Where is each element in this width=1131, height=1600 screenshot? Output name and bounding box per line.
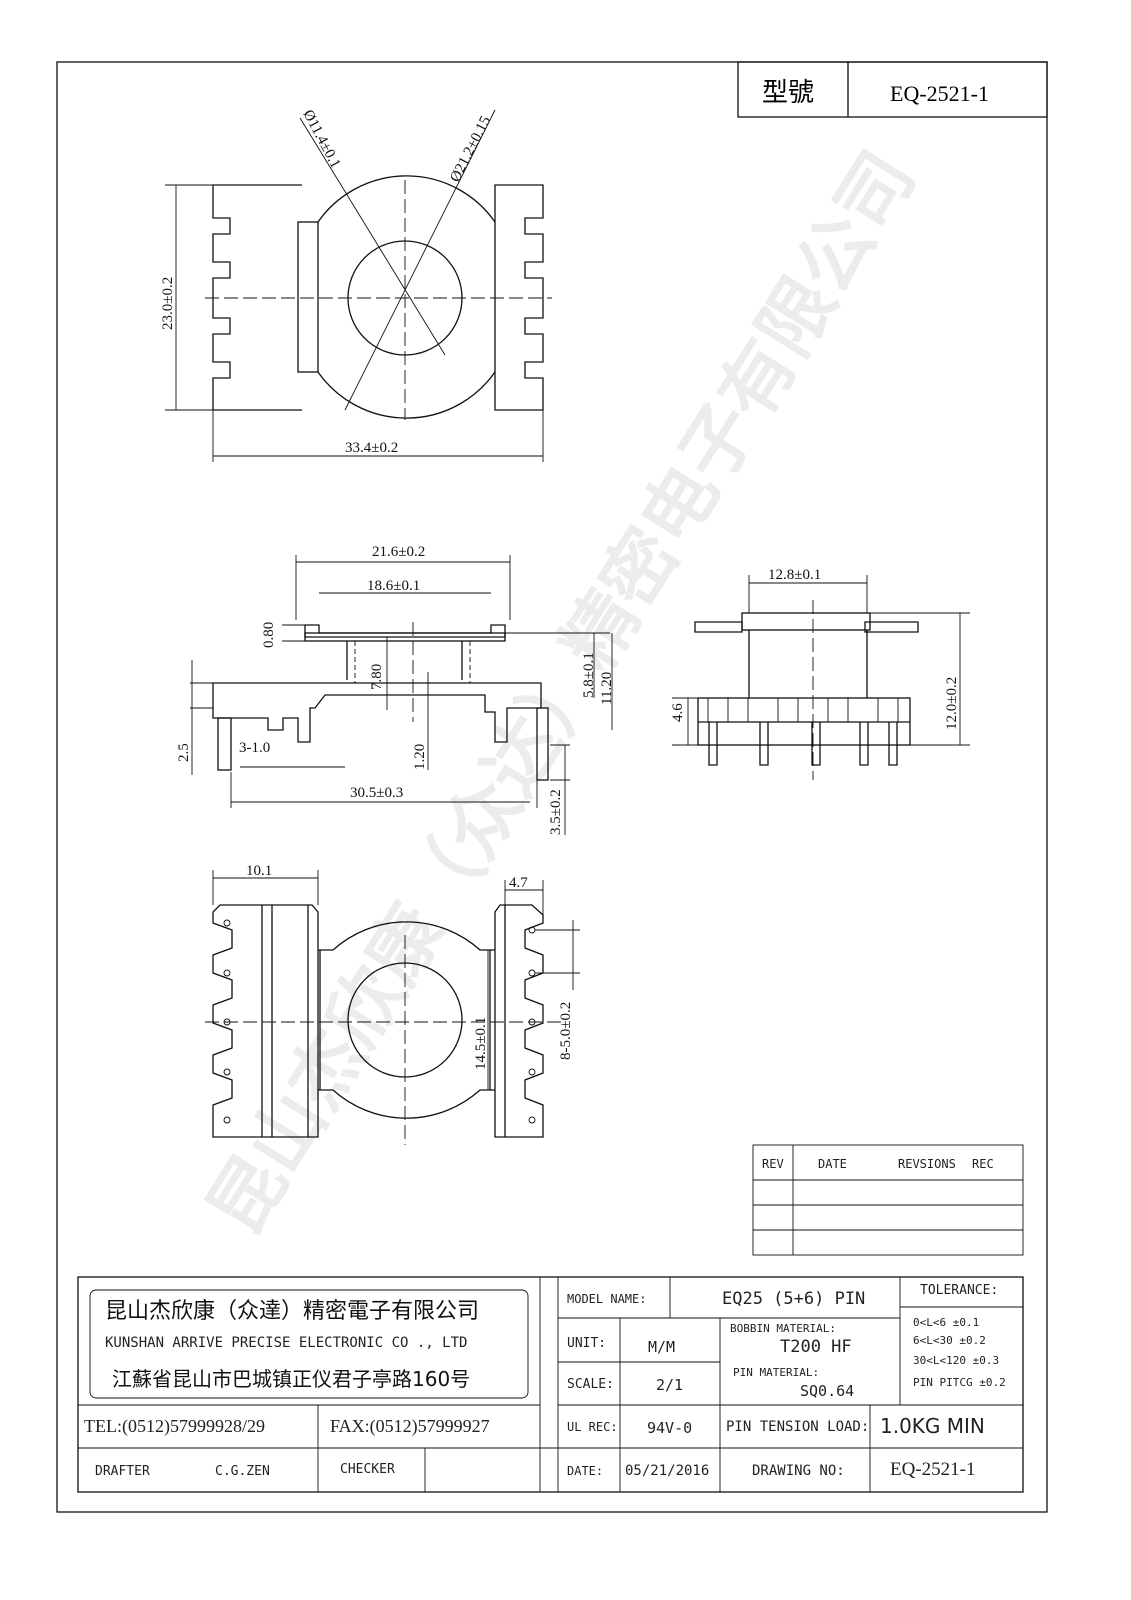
tension-value: 1.0KG MIN [880,1414,985,1438]
watermark: 昆山杰欣康（众达）精密电子有限公司 [192,137,932,1249]
dim-base-thk: 1.20 [412,744,428,770]
dim-winding: 7.80 [369,664,385,690]
title-block-grid [77,1276,1024,1493]
tolerance-1: 0<L<6 ±0.1 [913,1316,980,1329]
pin-material-value: SQ0.64 [800,1382,855,1400]
dim-pin-span: 30.5±0.3 [350,785,403,801]
tension-label: PIN TENSION LOAD: [726,1419,870,1435]
drafter-label: DRAFTER [95,1464,150,1479]
model-name-label: MODEL NAME: [567,1292,647,1306]
company-fax: FAX:(0512)57999927 [330,1416,490,1436]
company-name-cn: 昆山杰欣康（众達）精密電子有限公司 [105,1299,480,1324]
bottom-view: 10.1 4.7 14.5±0.1 8-5.0±0.2 [205,863,580,1145]
tolerance-3: 30<L<120 ±0.3 [913,1354,1000,1367]
drawing-no-label: DRAWING NO: [752,1463,845,1479]
rev-header-date: DATE [818,1157,847,1171]
dim-core-h: 5.8±0.1 [581,652,597,698]
pin-material-label: PIN MATERIAL: [733,1366,820,1379]
dim-right-width: 4.7 [509,875,528,891]
date-value: 05/21/2016 [625,1463,710,1479]
dim-pin-len: 3.5±0.2 [548,789,564,835]
rev-header-rec: REC [972,1157,994,1171]
dim-width: 33.4±0.2 [345,440,398,456]
dim-left-width: 10.1 [246,863,272,879]
unit-value: M/M [648,1338,676,1356]
drafter-name: C.G.ZEN [215,1464,270,1479]
company-address: 江蘇省昆山市巴城镇正仪君子亭路160号 [112,1367,471,1391]
dim-slot: 3-1.0 [239,740,270,756]
dim-height: 23.0±0.2 [160,277,176,330]
dim-pitch: 8-5.0±0.2 [558,1002,574,1060]
company-name-en: KUNSHAN ARRIVE PRECISE ELECTRONIC CO ., … [105,1335,468,1351]
side-view: 21.6±0.2 18.6±0.1 0.80 7.80 1.20 5.8±0.1… [176,544,615,835]
scale-label: SCALE: [567,1377,614,1392]
unit-label: UNIT: [567,1336,607,1351]
header-box [737,61,1048,118]
dim-outer-dia: Ø21.2±0.15 [447,114,494,185]
dim-total-h: 11.20 [599,672,615,705]
dim-window: 14.5±0.1 [473,1017,489,1070]
tolerance-4: PIN PITCG ±0.2 [913,1376,1006,1389]
dim-flange-thk: 0.80 [261,622,277,648]
checker-label: CHECKER [340,1462,395,1477]
end-view: 12.8±0.1 4.6 12.0±0.2 [670,567,970,780]
dim-base-h: 2.5 [176,743,192,762]
dim-end-height: 12.0±0.2 [944,677,960,730]
bobbin-material-label: BOBBIN MATERIAL: [730,1322,836,1335]
date-label: DATE: [567,1464,604,1478]
bobbin-material-value: T200 HF [780,1337,852,1357]
ul-label: UL REC: [567,1420,618,1434]
dim-flange-outer: 21.6±0.2 [372,544,425,560]
rev-header-rev: REV [762,1157,784,1171]
dim-end-base: 4.6 [670,703,686,722]
scale-value: 2/1 [656,1376,684,1394]
tolerance-label: TOLERANCE: [920,1283,999,1298]
header-model-code: EQ-2521-1 [890,81,989,106]
top-view: Ø11.4±0.1 Ø21.2±0.15 23.0±0.2 33.4±0.2 [160,107,552,462]
drawing-no-value: EQ-2521-1 [890,1459,976,1480]
rev-header-revisions: REVSIONS [898,1157,956,1171]
drawing-frame [56,61,1048,1513]
revision-table [752,1144,1024,1256]
ul-value: 94V-0 [647,1419,693,1437]
header-label: 型號 [762,78,814,108]
model-name-value: EQ25 (5+6) PIN [722,1289,866,1309]
dim-flange-inner: 18.6±0.1 [367,578,420,594]
company-tel: TEL:(0512)57999928/29 [84,1416,265,1436]
tolerance-2: 6<L<30 ±0.2 [913,1334,986,1347]
dim-inner-dia: Ø11.4±0.1 [299,107,343,171]
dim-end-width: 12.8±0.1 [768,567,821,583]
